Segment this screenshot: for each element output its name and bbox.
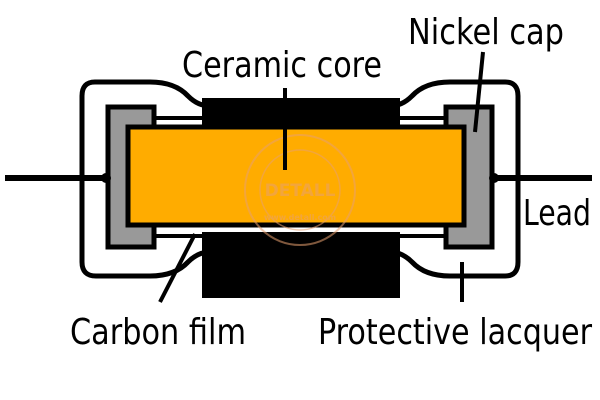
watermark-logo: DETALL www.detall.com: [244, 134, 356, 246]
label-ceramic-core: Ceramic core: [182, 45, 382, 86]
carbon-film-block-top: [202, 98, 400, 128]
label-nickel-cap: Nickel cap: [408, 12, 564, 53]
watermark-url: www.detall.com: [264, 213, 336, 222]
lead-end-right: [489, 173, 499, 183]
watermark-brand: DETALL: [265, 181, 336, 201]
leader-nickel-cap: [473, 51, 485, 133]
label-lead: Lead: [523, 193, 591, 234]
lead-end-left: [101, 173, 111, 183]
ceramic-core: [125, 124, 467, 228]
leader-carbon-film: [158, 233, 197, 303]
label-carbon-film: Carbon film: [70, 312, 246, 353]
label-protective-lacquer: Protective lacquer: [318, 312, 592, 353]
carbon-film-block-bottom: [202, 232, 400, 298]
